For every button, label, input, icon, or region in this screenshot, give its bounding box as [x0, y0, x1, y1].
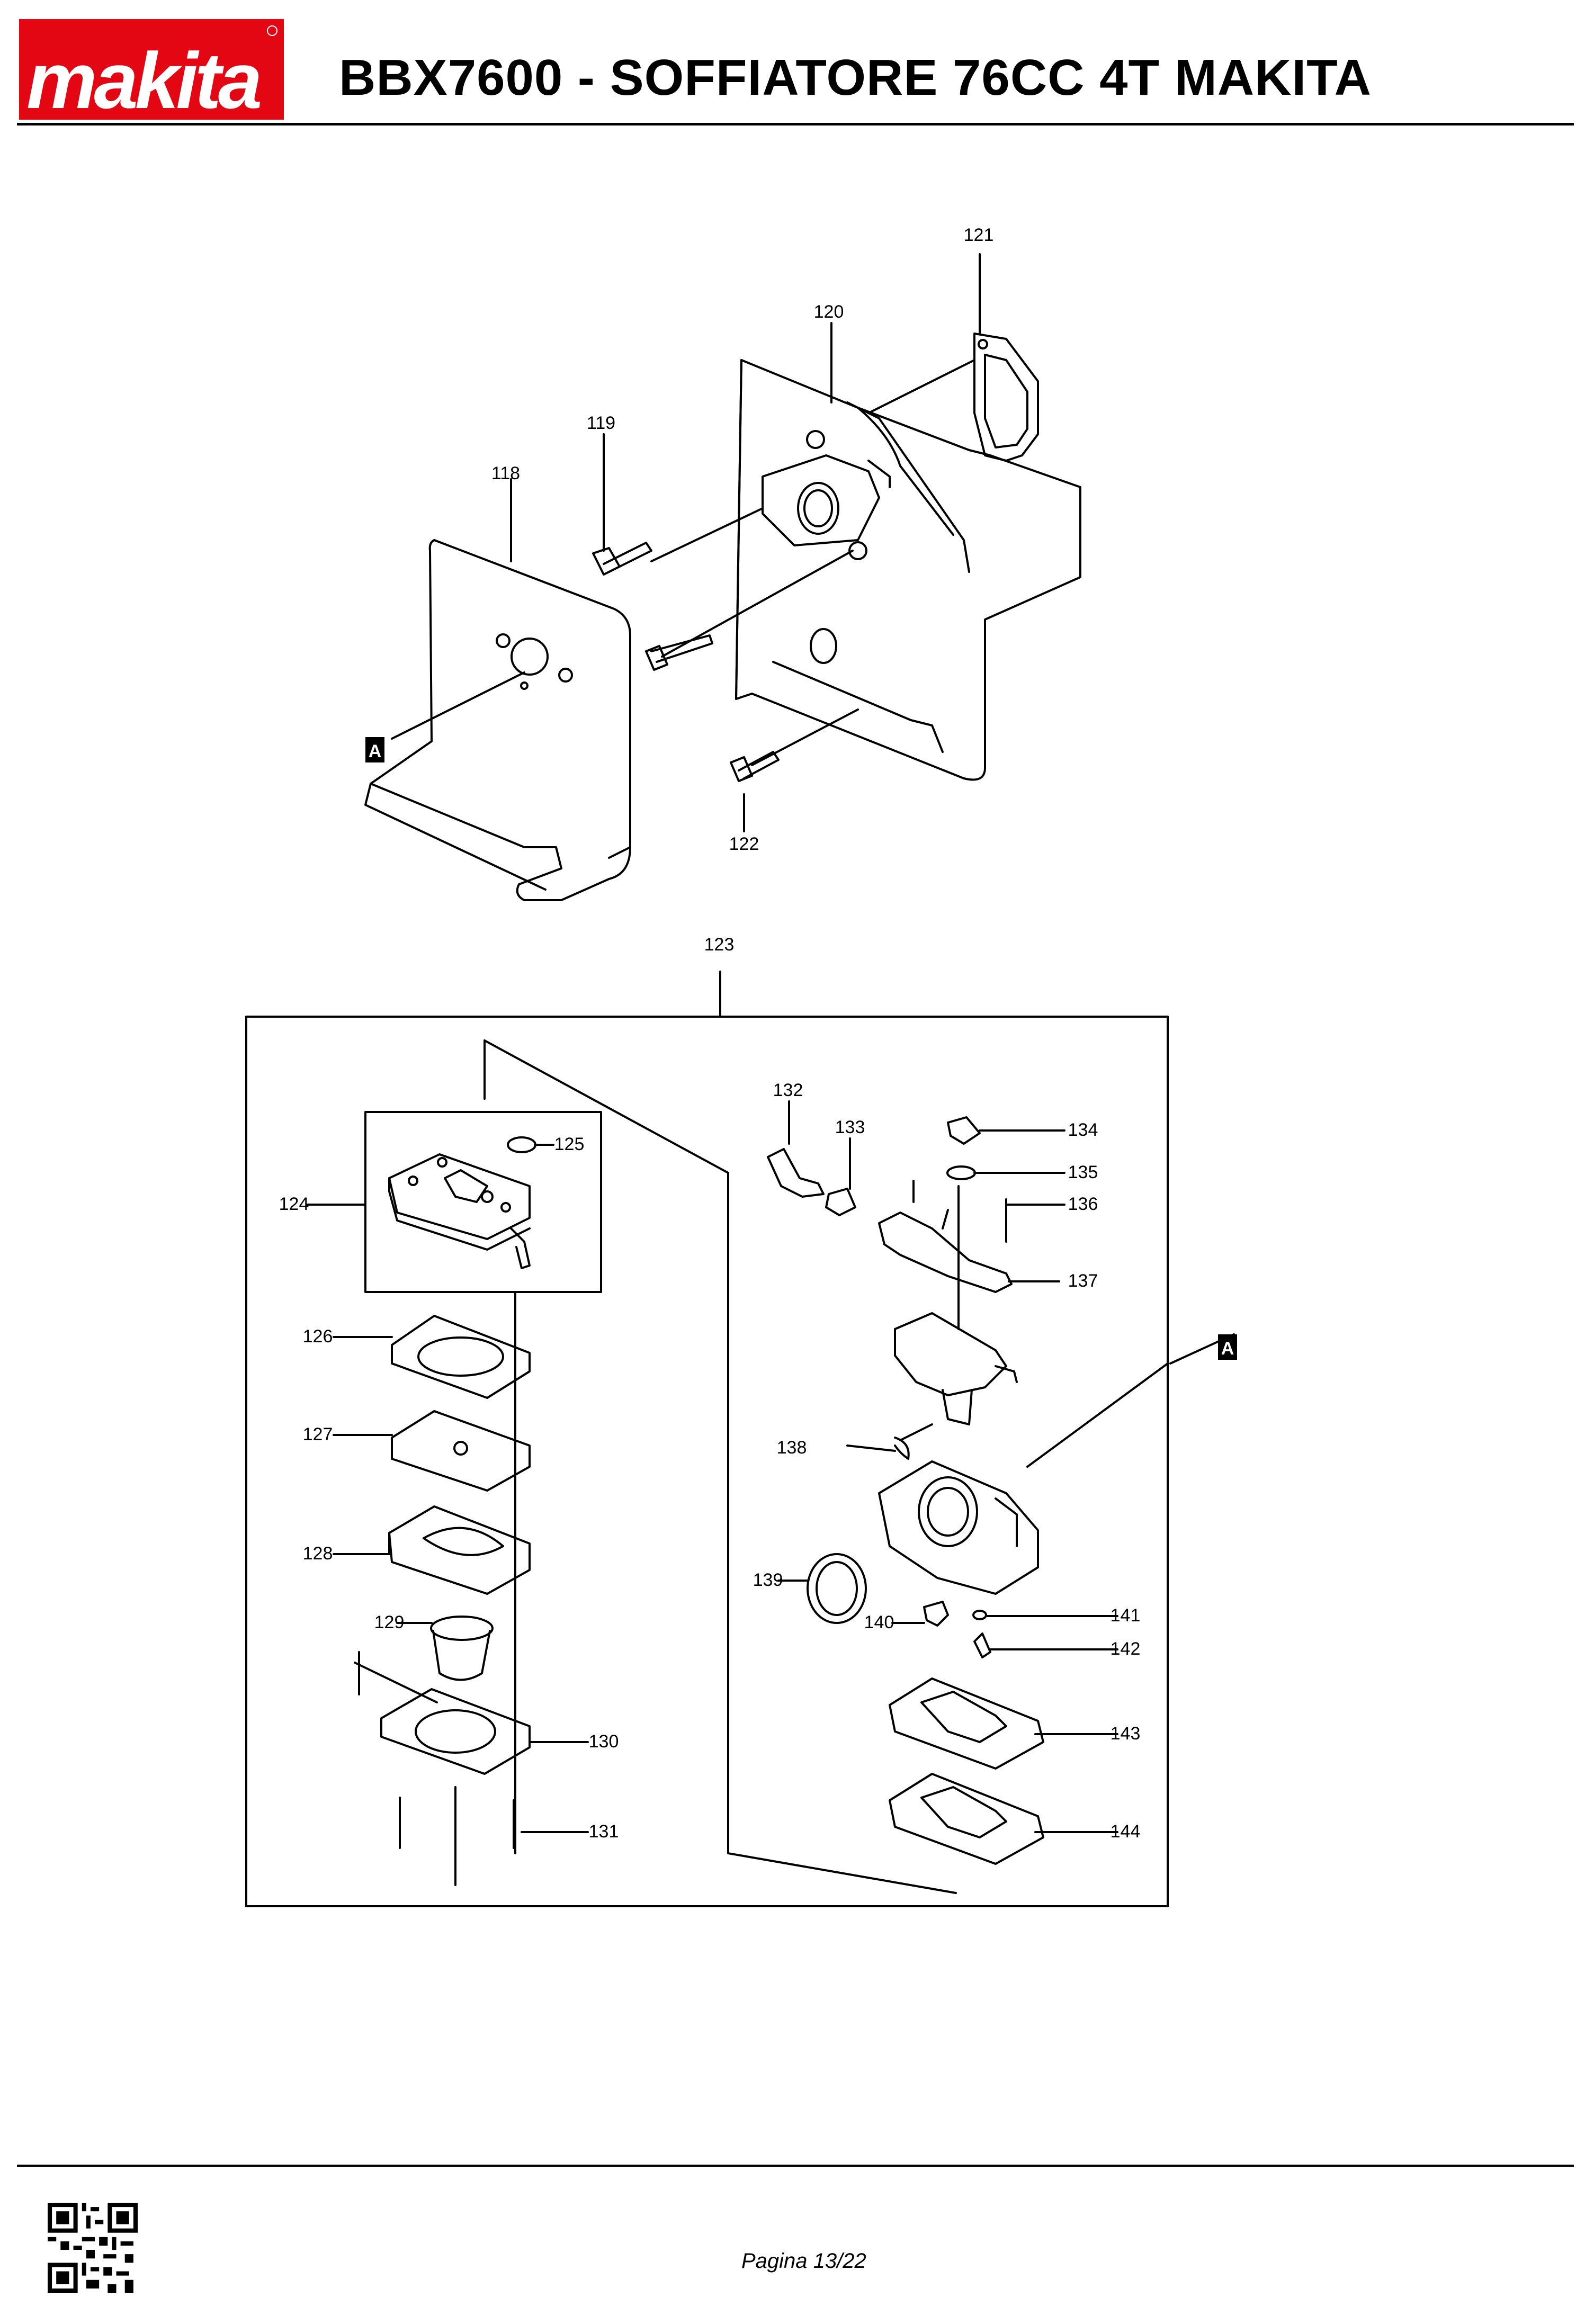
part-125-filter-screen [507, 1136, 536, 1153]
header-divider [17, 123, 1574, 125]
part-label-134: 134 [1068, 1120, 1098, 1140]
part-label-126: 126 [303, 1326, 333, 1347]
part-label-142: 142 [1111, 1639, 1141, 1659]
carburetor-assembly-frame [245, 1016, 1169, 1907]
part-120-intake-bracket [735, 359, 1081, 781]
part-label-137: 137 [1068, 1271, 1098, 1291]
carburetor-body [878, 1460, 1039, 1595]
part-label-140: 140 [864, 1612, 894, 1632]
part-128-pump-body [388, 1505, 531, 1595]
qr-code-icon [48, 2203, 138, 2293]
part-label-125: 125 [554, 1134, 585, 1154]
part-127-diaphragm [391, 1410, 531, 1492]
part-136-screw [1005, 1198, 1065, 1243]
part-135-washer [946, 1165, 976, 1180]
part-label-118: 118 [491, 463, 520, 483]
part-141-o-ring [972, 1610, 987, 1620]
part-label-123: 123 [704, 935, 735, 955]
part-129-cap [430, 1616, 494, 1681]
part-label-122: 122 [729, 834, 759, 854]
part-label-138: 138 [777, 1438, 807, 1458]
part-124-pump-cover [388, 1153, 531, 1269]
part-label-135: 135 [1068, 1162, 1098, 1182]
part-121-gasket [973, 333, 1039, 462]
part-138-clip [846, 1423, 933, 1460]
part-label-120: 120 [814, 302, 844, 322]
reference-marker-a-right: A [1218, 1334, 1237, 1360]
part-132-idle-screw [767, 1148, 825, 1198]
svg-text:A: A [1221, 1339, 1234, 1359]
footer-divider [17, 2165, 1574, 2167]
part-130-cover-plate [354, 1662, 531, 1775]
part-140-plug [923, 1601, 949, 1627]
part-139-o-ring [807, 1553, 867, 1624]
part-label-139: 139 [753, 1570, 783, 1590]
part-label-131: 131 [589, 1821, 619, 1842]
page-number: Pagina 13/22 [741, 2249, 866, 2273]
part-134-plug [947, 1116, 1065, 1145]
part-label-136: 136 [1068, 1194, 1098, 1214]
part-label-130: 130 [589, 1731, 619, 1752]
part-126-gasket [391, 1315, 531, 1399]
part-133-nut [825, 1188, 856, 1216]
page-title: BBX7600 - SOFFIATORE 76CC 4T MAKITA [339, 49, 1372, 106]
part-131-screws [358, 1651, 515, 1886]
svg-text:A: A [369, 741, 382, 761]
part-label-124: 124 [279, 1194, 309, 1214]
part-label-133: 133 [835, 1117, 865, 1137]
throttle-shaft-assembly [894, 1312, 1018, 1425]
part-144-diaphragm [889, 1773, 1044, 1865]
svg-text:makita: makita [26, 36, 261, 120]
reference-marker-a-left: A [365, 737, 384, 762]
part-label-144: 144 [1111, 1821, 1141, 1842]
part-label-119: 119 [587, 413, 615, 433]
part-118-heat-shield [364, 539, 631, 901]
part-label-121: 121 [964, 225, 994, 245]
part-label-127: 127 [303, 1424, 333, 1444]
part-122-bolt [730, 751, 780, 782]
part-label-132: 132 [773, 1080, 803, 1100]
part-137-throttle-lever [878, 1209, 1013, 1293]
part-143-gasket [889, 1677, 1044, 1770]
part-label-143: 143 [1111, 1724, 1141, 1744]
part-142-screw [973, 1632, 991, 1658]
part-label-129: 129 [374, 1612, 405, 1632]
makita-logo: makita [19, 19, 284, 120]
part-label-141: 141 [1111, 1605, 1141, 1626]
part-label-128: 128 [303, 1544, 333, 1564]
